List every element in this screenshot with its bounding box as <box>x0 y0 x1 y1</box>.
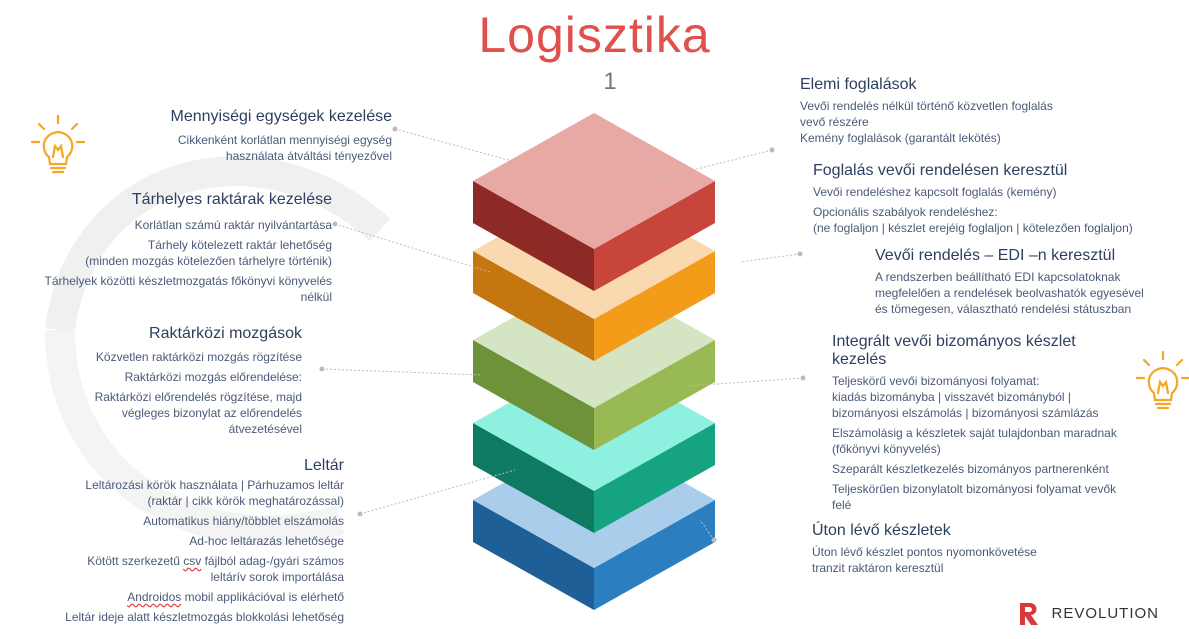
connector-line <box>699 519 715 541</box>
section-line: Tárhely kötelezett raktár lehetőség <box>147 238 332 252</box>
section-line: Androidos mobil applikációval is elérhet… <box>127 590 344 604</box>
section-line: Teljeskörű vevői bizományosi folyamat: <box>832 374 1040 388</box>
layer-orange-right-face <box>594 251 715 361</box>
section-line: használata átváltási tényezővel <box>225 149 392 163</box>
connector-dot <box>319 366 325 372</box>
connector-dot <box>357 511 363 517</box>
section-heading: Foglalás vevői rendelésen keresztül <box>813 162 1068 179</box>
section-line: Úton lévő készlet pontos nyomonkövetése <box>812 545 1037 559</box>
section-line: végleges bizonylat az előrendelés <box>121 406 302 420</box>
section-line: megfelelően a rendelések beolvashatók eg… <box>875 286 1144 300</box>
connector-dot <box>332 221 338 227</box>
lightbulb-icon <box>1135 350 1189 410</box>
layer-red-top-face <box>473 113 715 249</box>
section-edi: Vevői rendelés – EDI –n keresztül A rend… <box>875 247 1175 317</box>
page-number: 1 <box>603 68 617 95</box>
section-line: kiadás bizományba | visszavét bizománybó… <box>832 390 1072 404</box>
section-bizomanyos: Integrált vevői bizományos készlet kezel… <box>832 333 1162 513</box>
section-line: Ad-hoc leltárazás lehetősége <box>189 534 344 548</box>
section-line: bizományosi elszámolás | bizományosi szá… <box>832 406 1099 420</box>
section-line: (minden mozgás kötelezően tárhelyre tört… <box>85 254 332 268</box>
section-foglalas: Foglalás vevői rendelésen keresztül Vevő… <box>813 162 1173 236</box>
section-line: (raktár | cikk körök meghatározással) <box>147 494 344 508</box>
section-line: Elszámolásig a készletek saját tulajdonb… <box>832 426 1117 440</box>
connector-dot <box>769 147 775 153</box>
section-raktarkozi: Raktárközi mozgások Közvetlen raktárközi… <box>2 325 302 437</box>
section-line: és tömegesen, választható rendelési stát… <box>875 302 1132 316</box>
section-line: vevő részére <box>800 115 869 129</box>
revolution-logo-text: REVOLUTION <box>1051 604 1159 622</box>
connector-dot <box>800 375 806 381</box>
section-line: Leltár ideje alatt készletmozgás blokkol… <box>65 610 344 624</box>
section-line: Raktárközi mozgás előrendelése: <box>124 370 302 384</box>
layer-red-left-face <box>473 181 594 291</box>
page-title: Logisztika <box>478 7 711 63</box>
connector-dot <box>392 126 398 132</box>
section-tarhelyes-body: Korlátlan számú raktár nyilvántartása Tá… <box>0 217 332 305</box>
layer-green-left-face <box>473 340 594 450</box>
connector-line <box>359 469 516 515</box>
section-uton: Úton lévő készletek Úton lévő készlet po… <box>812 522 1142 576</box>
layer-red-right-face <box>594 181 715 291</box>
section-heading: Vevői rendelés – EDI –n keresztül <box>875 247 1116 264</box>
section-line: Szeparált készletkezelés bizományos part… <box>832 462 1109 476</box>
section-elemi: Elemi foglalások Vevői rendelés nélkül t… <box>800 76 1160 146</box>
section-line: Leltározási körök használata | Párhuzamo… <box>85 478 344 492</box>
connector-dot <box>711 537 717 543</box>
section-heading: Úton lévő készletek <box>812 522 951 539</box>
lightbulb-icon <box>30 114 86 174</box>
connector-line <box>334 223 491 273</box>
section-heading: Tárhelyes raktárak kezelése <box>131 191 332 208</box>
section-heading: Raktárközi mozgások <box>149 325 302 342</box>
section-heading-line-2: kezelés <box>832 351 887 368</box>
connector-line <box>394 128 539 169</box>
section-line: Vevői rendelés nélkül történő közvetlen … <box>800 99 1053 113</box>
section-line: Automatikus hiány/többlet elszámolás <box>143 514 344 528</box>
section-line: A rendszerben beállítható EDI kapcsolato… <box>875 270 1121 284</box>
section-line: Kötött szerkezetű csv fájlból adag-/gyár… <box>87 554 344 568</box>
layer-green-right-face <box>594 340 715 450</box>
section-mennyisegi: Mennyiségi egységek kezelése Cikkenként … <box>12 108 392 164</box>
layer-blue-right-face <box>594 500 715 610</box>
section-line: Opcionális szabályok rendeléshez: <box>813 205 998 219</box>
section-line: leltárív sorok importálása <box>210 570 344 584</box>
section-line: (ne foglaljon | készlet erejéig foglaljo… <box>813 221 1133 235</box>
section-heading: Elemi foglalások <box>800 76 917 93</box>
section-line: felé <box>832 498 852 512</box>
layer-teal-right-face <box>594 423 715 533</box>
layer-blue-left-face <box>473 500 594 610</box>
section-heading-line-1: Integrált vevői bizományos készlet <box>832 333 1076 350</box>
revolution-logo: REVOLUTION <box>1015 599 1159 627</box>
section-line: Teljeskörűen bizonylatolt bizományosi fo… <box>832 482 1117 496</box>
section-line: Raktárközi előrendelés rögzítése, majd <box>94 390 302 404</box>
section-line: (főkönyvi könyvelés) <box>832 442 941 456</box>
layer-orange-left-face <box>473 251 594 361</box>
section-line: átvezetésével <box>228 422 302 436</box>
section-tarhelyes: Tárhelyes raktárak kezelése <box>2 191 332 209</box>
connector-line <box>321 368 483 376</box>
section-line: tranzit raktáron keresztül <box>812 561 944 575</box>
layer-teal-left-face <box>473 423 594 533</box>
revolution-logo-mark <box>1020 603 1039 625</box>
connector-line <box>687 377 804 387</box>
section-line: Közvetlen raktárközi mozgás rögzítése <box>95 350 302 364</box>
section-line: nélkül <box>300 290 332 304</box>
section-line: Kemény foglalások (garantált lekötés) <box>800 131 1001 145</box>
section-heading: Mennyiségi egységek kezelése <box>170 108 392 125</box>
connector-line <box>739 253 801 263</box>
connector-dot <box>797 251 803 257</box>
section-leltar: Leltár Leltározási körök használata | Pá… <box>4 457 344 625</box>
section-line: Vevői rendeléshez kapcsolt foglalás (kem… <box>813 185 1057 199</box>
section-line: Tárhelyek közötti készletmozgatás főköny… <box>44 274 332 288</box>
section-heading: Leltár <box>303 457 344 474</box>
section-line: Cikkenként korlátlan mennyiségi egység <box>177 133 392 147</box>
section-line: Korlátlan számú raktár nyilvántartása <box>134 218 332 232</box>
